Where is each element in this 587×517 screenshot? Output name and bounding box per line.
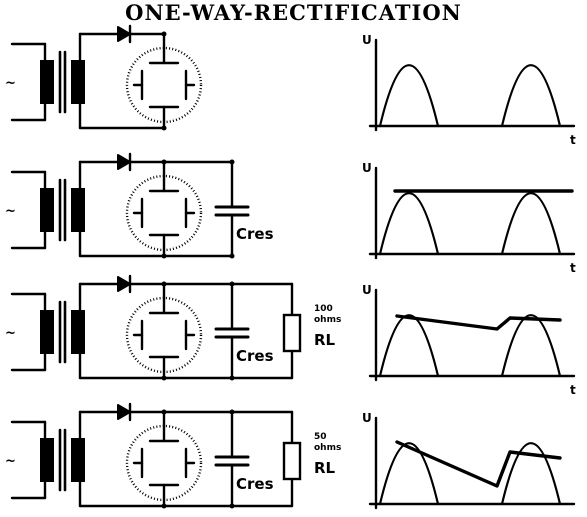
diode bbox=[117, 404, 131, 420]
graph-axis-label-u: U bbox=[362, 283, 372, 297]
graph-axis-label-u: U bbox=[362, 411, 372, 425]
resistor-ohms-value: 100 bbox=[314, 304, 333, 314]
junction-dot bbox=[161, 409, 167, 415]
graph-axis-label-u: U bbox=[362, 161, 372, 175]
transformer-secondary-coil bbox=[71, 310, 85, 354]
junction-dot bbox=[229, 159, 235, 165]
resistor-label: RL bbox=[314, 459, 336, 477]
half-wave-hump bbox=[500, 442, 562, 506]
circuit-panel-1: ~ Ut bbox=[5, 24, 576, 147]
half-wave-hump bbox=[378, 64, 440, 128]
half-wave-hump bbox=[378, 314, 440, 378]
junction-dot bbox=[229, 281, 235, 287]
transformer-primary-coil bbox=[40, 188, 54, 232]
graph-axis-label-u: U bbox=[362, 33, 372, 47]
capacitor-label: Cres bbox=[236, 475, 274, 493]
ac-source-symbol: ~ bbox=[5, 76, 16, 91]
output-voltage-curve bbox=[395, 314, 562, 331]
transformer-secondary-coil bbox=[71, 438, 85, 482]
half-wave-hump bbox=[500, 64, 562, 128]
half-wave-hump bbox=[500, 314, 562, 378]
ac-source-symbol: ~ bbox=[5, 326, 16, 341]
output-voltage-curve bbox=[395, 440, 562, 488]
junction-dot bbox=[229, 253, 235, 259]
junction-dot bbox=[229, 503, 235, 509]
diagram-title: ONE-WAY-RECTIFICATION bbox=[125, 0, 462, 25]
diode bbox=[117, 276, 131, 292]
resistor-ohms-unit: ohms bbox=[314, 315, 341, 325]
resistor-ohms-value: 50 bbox=[314, 432, 327, 442]
resistor-ohms-unit: ohms bbox=[314, 443, 341, 453]
transformer-primary-coil bbox=[40, 438, 54, 482]
half-wave-hump bbox=[378, 442, 440, 506]
circuit-panel-4: ~Cres50ohmsRLUt bbox=[5, 402, 576, 517]
transformer-primary-coil bbox=[40, 310, 54, 354]
junction-dot bbox=[161, 159, 167, 165]
transformer-primary-coil bbox=[40, 60, 54, 104]
capacitor-label: Cres bbox=[236, 225, 274, 243]
transformer-secondary-coil bbox=[71, 60, 85, 104]
diode bbox=[117, 154, 131, 170]
transformer-secondary-coil bbox=[71, 188, 85, 232]
junction-dot bbox=[161, 375, 167, 381]
resistor-label: RL bbox=[314, 331, 336, 349]
load-resistor bbox=[282, 441, 302, 481]
junction-dot bbox=[161, 503, 167, 509]
diode bbox=[117, 26, 131, 42]
half-wave-hump bbox=[378, 192, 440, 256]
junction-dot bbox=[161, 31, 167, 37]
graph-axis-label-t: t bbox=[570, 133, 576, 147]
ac-source-symbol: ~ bbox=[5, 454, 16, 469]
junction-dot bbox=[161, 253, 167, 259]
junction-dot bbox=[161, 125, 167, 131]
ac-source-symbol: ~ bbox=[5, 204, 16, 219]
load-resistor bbox=[282, 313, 302, 353]
graph-axis-label-t: t bbox=[570, 261, 576, 275]
junction-dot bbox=[161, 281, 167, 287]
junction-dot bbox=[229, 409, 235, 415]
capacitor-label: Cres bbox=[236, 347, 274, 365]
circuit-panel-2: ~ Cres Ut bbox=[5, 152, 576, 275]
half-wave-hump bbox=[500, 192, 562, 256]
junction-dot bbox=[229, 375, 235, 381]
graph-axis-label-t: t bbox=[570, 383, 576, 397]
